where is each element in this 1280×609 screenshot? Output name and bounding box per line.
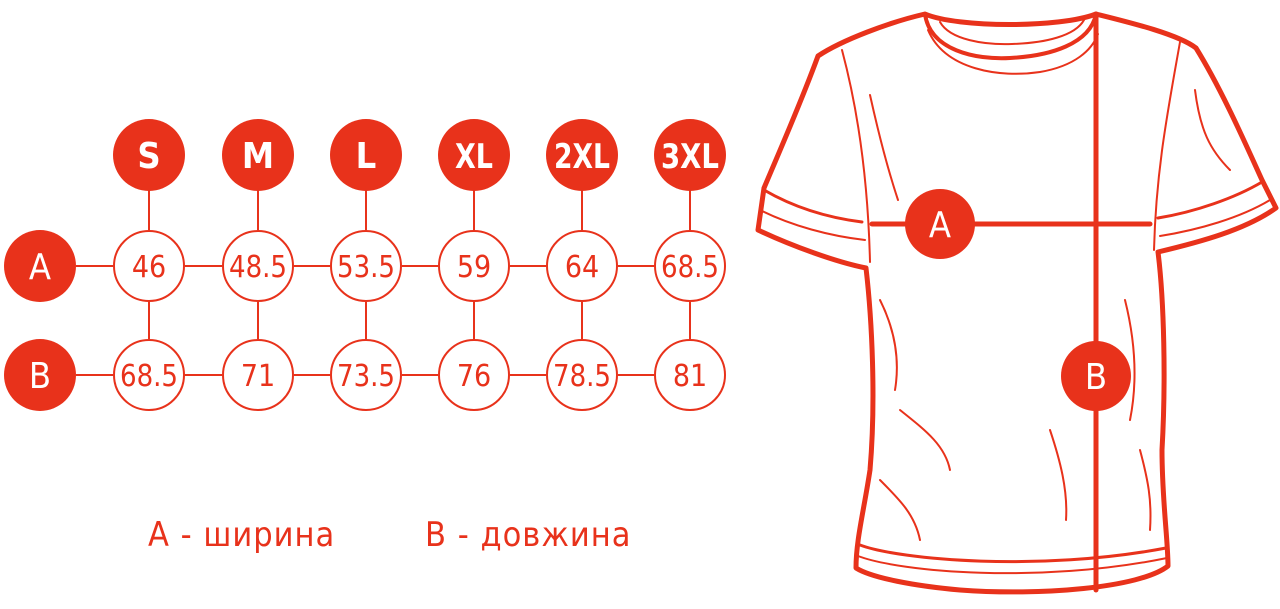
value-cell: 59 bbox=[438, 230, 510, 302]
legend-b-length: B - довжина bbox=[425, 515, 632, 555]
legend-a-width: A - ширина bbox=[148, 515, 335, 555]
tshirt-outline bbox=[755, 11, 1279, 595]
shirt-marker-a: A bbox=[905, 189, 975, 259]
size-label: XL bbox=[455, 137, 493, 177]
tshirt-fold bbox=[1139, 449, 1152, 531]
tshirt-fold bbox=[879, 299, 898, 391]
size-label: L bbox=[356, 136, 377, 177]
value-text: 59 bbox=[457, 250, 491, 285]
value-cell: 78.5 bbox=[546, 339, 618, 411]
value-cell: 68.5 bbox=[654, 230, 726, 302]
shirt-marker-b-text: B bbox=[1085, 357, 1107, 398]
value-text: 81 bbox=[673, 359, 707, 394]
size-badge-l: L bbox=[330, 119, 402, 191]
value-text: 64 bbox=[565, 250, 599, 285]
size-badge-m: M bbox=[222, 119, 294, 191]
tshirt-fold bbox=[1124, 299, 1136, 421]
value-text: 68.5 bbox=[120, 359, 178, 394]
value-cell: 64 bbox=[546, 230, 618, 302]
size-label: M bbox=[242, 136, 274, 177]
size-badge-s: S bbox=[113, 119, 185, 191]
row-b-values: 68.5 71 73.5 76 78.5 81 bbox=[113, 339, 726, 411]
value-cell: 71 bbox=[222, 339, 294, 411]
tshirt-fold bbox=[879, 479, 921, 541]
size-headers: S M L XL 2XL 3XL bbox=[113, 119, 726, 191]
tshirt-illustration bbox=[755, 11, 1279, 595]
size-label: 3XL bbox=[661, 137, 719, 177]
shirt-markers: A B bbox=[905, 189, 1131, 411]
shirt-marker-a-text: A bbox=[929, 205, 951, 246]
size-badge-xl: XL bbox=[438, 119, 510, 191]
value-cell: 68.5 bbox=[113, 339, 185, 411]
tshirt-collar-seam bbox=[927, 29, 1099, 75]
row-label-text: A bbox=[29, 247, 51, 288]
tshirt-left-cuff bbox=[762, 188, 864, 224]
value-cell: 53.5 bbox=[330, 230, 402, 302]
row-a-values: 46 48.5 53.5 59 64 68.5 bbox=[113, 230, 726, 302]
tshirt-hem bbox=[858, 543, 1168, 564]
row-labels: A B bbox=[4, 230, 76, 411]
value-text: 73.5 bbox=[337, 359, 395, 394]
tshirt-collar-inner bbox=[939, 19, 1085, 46]
value-cell: 81 bbox=[654, 339, 726, 411]
row-label-a: A bbox=[4, 230, 76, 302]
tshirt-right-armhole bbox=[1153, 41, 1181, 251]
value-text: 46 bbox=[132, 250, 166, 285]
value-text: 68.5 bbox=[661, 250, 719, 285]
value-text: 53.5 bbox=[337, 250, 395, 285]
value-cell: 76 bbox=[438, 339, 510, 411]
tshirt-hem-stitch bbox=[857, 555, 1168, 575]
row-label-text: B bbox=[29, 356, 51, 397]
value-text: 78.5 bbox=[553, 359, 611, 394]
tshirt-left-armhole bbox=[841, 49, 871, 263]
row-label-b: B bbox=[4, 339, 76, 411]
tshirt-right-cuff-hem bbox=[1159, 199, 1271, 237]
legend: A - ширина B - довжина bbox=[148, 515, 632, 555]
tshirt-fold bbox=[869, 94, 899, 201]
value-cell: 73.5 bbox=[330, 339, 402, 411]
tshirt-right-cuff bbox=[1156, 180, 1264, 220]
tshirt-fold bbox=[1194, 89, 1231, 171]
size-badge-3xl: 3XL bbox=[654, 119, 726, 191]
grid-lines bbox=[76, 190, 691, 376]
value-cell: 46 bbox=[113, 230, 185, 302]
shirt-marker-b: B bbox=[1061, 341, 1131, 411]
value-text: 71 bbox=[241, 359, 275, 394]
tshirt-left-cuff-hem bbox=[759, 209, 866, 241]
tshirt-collar bbox=[923, 12, 1098, 61]
size-label: 2XL bbox=[554, 137, 610, 177]
size-label: S bbox=[137, 136, 160, 177]
tshirt-fold bbox=[1049, 429, 1068, 521]
value-text: 48.5 bbox=[229, 250, 287, 285]
value-cell: 48.5 bbox=[222, 230, 294, 302]
tshirt-fold bbox=[899, 409, 951, 471]
value-text: 76 bbox=[457, 359, 491, 394]
size-badge-2xl: 2XL bbox=[546, 119, 618, 191]
